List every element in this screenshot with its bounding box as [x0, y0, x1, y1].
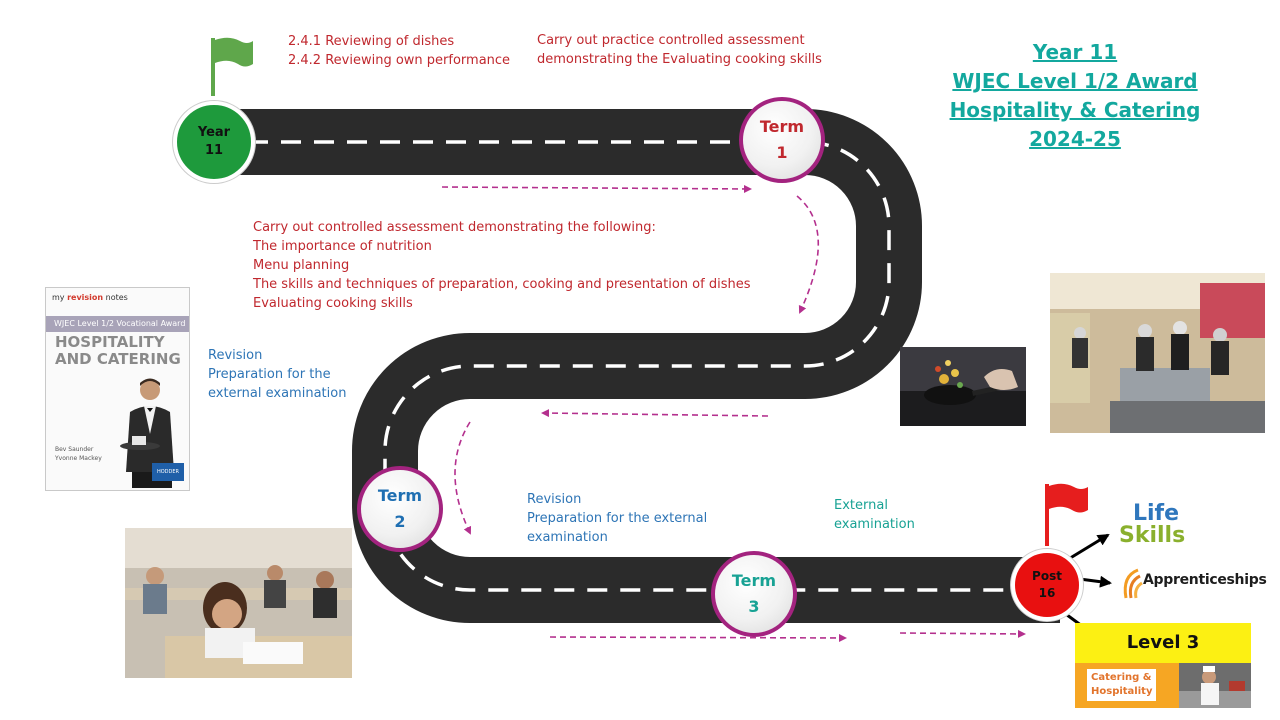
catering-hospitality-label: Catering & Hospitality [1087, 669, 1157, 701]
external-exam-text: External examination [834, 496, 915, 534]
practice-line-2: demonstrating the Evaluating cooking ski… [537, 52, 822, 67]
direction-arrow-end [899, 629, 1026, 638]
catering-line-2: Hospitality [1091, 686, 1153, 697]
term-2-node: Term 2 [357, 466, 443, 552]
start-node-year-11: Year 11 [173, 101, 255, 183]
direction-arrow-term1 [441, 184, 752, 193]
revision-bottom-line-1: Revision [527, 492, 582, 507]
book-series-brand: revision [67, 293, 104, 302]
apprenticeships-label: Apprenticeships [1143, 572, 1267, 588]
title-line-subject: Hospitality & Catering [949, 98, 1201, 122]
controlled-item-nutrition: The importance of nutrition [253, 239, 432, 254]
revision-bottom-line-3: examination [527, 530, 608, 545]
title-line-session: 2024-25 [1029, 127, 1121, 151]
controlled-intro: Carry out controlled assessment demonstr… [253, 220, 656, 235]
book-band: WJEC Level 1/2 Vocational Award [46, 316, 189, 332]
direction-arrow-back [541, 409, 769, 418]
revision-left-line-1: Revision [208, 348, 263, 363]
revision-book-cover: my revision notes WJEC Level 1/2 Vocatio… [45, 287, 190, 491]
direction-arrow-bend-left [454, 421, 472, 535]
green-flag-icon [211, 37, 253, 96]
book-publisher-logo: HODDER [152, 463, 184, 481]
apprenticeships-swirl-icon [1123, 568, 1143, 599]
revision-left-text: Revision Preparation for the external ex… [208, 346, 346, 403]
term-2-label: Term [377, 486, 423, 505]
controlled-assessment-text: Carry out controlled assessment demonstr… [253, 218, 750, 313]
catering-hospitality-banner: Catering & Hospitality [1075, 663, 1251, 708]
direction-arrow-term3 [549, 633, 847, 642]
book-authors: Bev Saunder Yvonne Mackey [55, 445, 102, 463]
controlled-item-menu: Menu planning [253, 258, 350, 273]
cooking-pan-illustration [900, 347, 1026, 426]
term-1-node: Term 1 [739, 97, 825, 183]
reviewing-units-text: 2.4.1 Reviewing of dishes 2.4.2 Reviewin… [288, 32, 510, 70]
apprenticeships-logo: Apprenticeships [1118, 564, 1267, 604]
term-2-number: 2 [394, 512, 406, 531]
controlled-item-evaluating: Evaluating cooking skills [253, 296, 413, 311]
term-1-number: 1 [776, 143, 788, 162]
life-skills-logo: Life Skills [1119, 502, 1194, 548]
book-title-line-2: AND CATERING [55, 350, 181, 368]
practice-line-1: Carry out practice controlled assessment [537, 33, 805, 48]
school-kitchen-photo [1050, 273, 1265, 433]
book-author-2: Yvonne Mackey [55, 455, 102, 462]
exam-hall-photo [125, 528, 352, 678]
start-node-number: 11 [204, 143, 224, 158]
cooking-pan-photo [900, 347, 1026, 426]
life-skills-word-1: Life [1133, 501, 1180, 526]
road-lane-markings [215, 140, 1060, 592]
book-series-text: my revision notes [52, 293, 128, 302]
external-line-2: examination [834, 517, 915, 532]
kitchen-illustration [1050, 273, 1265, 433]
book-title: HOSPITALITY AND CATERING [55, 334, 181, 368]
revision-bottom-line-2: Preparation for the external [527, 511, 708, 526]
level-3-banner: Level 3 [1075, 623, 1251, 663]
post-16-node: Post 16 [1011, 549, 1083, 621]
practice-assessment-text: Carry out practice controlled assessment… [537, 31, 822, 69]
external-line-1: External [834, 498, 888, 513]
term-3-label: Term [731, 571, 777, 590]
exam-hall-illustration [125, 528, 352, 678]
title-line-year: Year 11 [1032, 40, 1118, 64]
unit-2-4-1: 2.4.1 Reviewing of dishes [288, 34, 455, 49]
post-16-number: 16 [1038, 586, 1056, 600]
term-3-number: 3 [748, 597, 760, 616]
direction-arrow-bend-right [796, 195, 820, 314]
unit-2-4-2: 2.4.2 Reviewing own performance [288, 53, 511, 68]
page-title: Year 11 WJEC Level 1/2 Award Hospitality… [940, 38, 1210, 154]
catering-line-1: Catering & [1091, 672, 1152, 683]
book-series: my revision notes [52, 293, 128, 302]
arrow-to-life-skills [1066, 533, 1110, 562]
term-3-node: Term 3 [711, 551, 797, 637]
chef-kitchen-photo [1179, 663, 1251, 708]
start-node-label: Year [197, 125, 231, 140]
title-line-award: WJEC Level 1/2 Award [952, 69, 1198, 93]
post-16-label: Post [1032, 569, 1062, 583]
book-title-line-1: HOSPITALITY [55, 333, 165, 351]
term-1-label: Term [759, 117, 805, 136]
controlled-item-skills: The skills and techniques of preparation… [253, 277, 751, 292]
red-flag-icon [1045, 483, 1088, 546]
revision-left-line-3: external examination [208, 386, 347, 401]
waiter-figure-image [120, 378, 174, 488]
book-author-1: Bev Saunder [55, 446, 94, 453]
life-skills-word-2: Skills [1119, 523, 1186, 548]
revision-bottom-text: Revision Preparation for the external ex… [527, 490, 707, 547]
revision-left-line-2: Preparation for the [208, 367, 331, 382]
